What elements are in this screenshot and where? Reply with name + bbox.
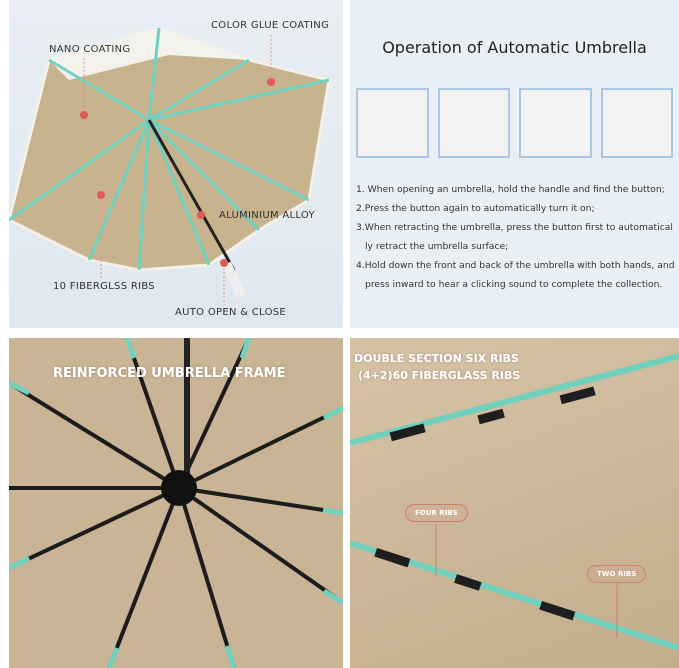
step-text: 2.Press the button again to automaticall… [356, 203, 595, 214]
step-illustration [519, 88, 592, 158]
operation-title: Operation of Automatic Umbrella [382, 38, 647, 57]
label-fiberglass-ribs: 10 FIBERGLSS RIBS [53, 281, 155, 292]
four-ribs-tag: FOUR RIBS [405, 504, 468, 522]
operation-steps: 1. When opening an umbrella, hold the ha… [356, 180, 675, 294]
step-illustration [600, 88, 673, 158]
umbrella-illustration [9, 26, 331, 305]
step-text: 1. When opening an umbrella, hold the ha… [356, 184, 665, 195]
frame-panel: REINFORCED UMBRELLA FRAME [9, 338, 343, 668]
label-aluminium-alloy: ALUMINIUM ALLOY [219, 210, 315, 221]
step-illustration [437, 88, 510, 158]
two-ribs-tag: TWO RIBS [587, 565, 647, 583]
ribs-heading-line2: (4+2)60 FIBERGLASS RIBS [358, 369, 521, 382]
umbrella-frame-photo [9, 338, 343, 668]
label-color-glue-coating: COLOR GLUE COATING [211, 20, 330, 31]
operation-illustrations [356, 88, 673, 158]
step-text: 3.When retracting the umbrella, press th… [356, 222, 673, 233]
label-auto-open-close: AUTO OPEN & CLOSE [175, 307, 287, 318]
step-text: press inward to hear a clicking sound to… [365, 279, 663, 290]
step-text: 4.Hold down the front and back of the um… [356, 260, 675, 271]
label-nano-coating: NANO COATING [49, 44, 131, 55]
ribs-panel: DOUBLE SECTION SIX RIBS (4+2)60 FIBERGLA… [350, 338, 679, 668]
ribs-heading-line1: DOUBLE SECTION SIX RIBS [354, 352, 519, 365]
step-illustration [356, 88, 429, 158]
step-text: ly retract the umbrella surface; [365, 241, 509, 252]
operation-panel: Operation of Automatic Umbrella 1. When … [350, 0, 679, 328]
rib-closeup-photo [350, 353, 679, 651]
features-panel: NANO COATING COLOR GLUE COATING ALUMINIU… [9, 0, 343, 328]
frame-heading: REINFORCED UMBRELLA FRAME [53, 366, 286, 381]
